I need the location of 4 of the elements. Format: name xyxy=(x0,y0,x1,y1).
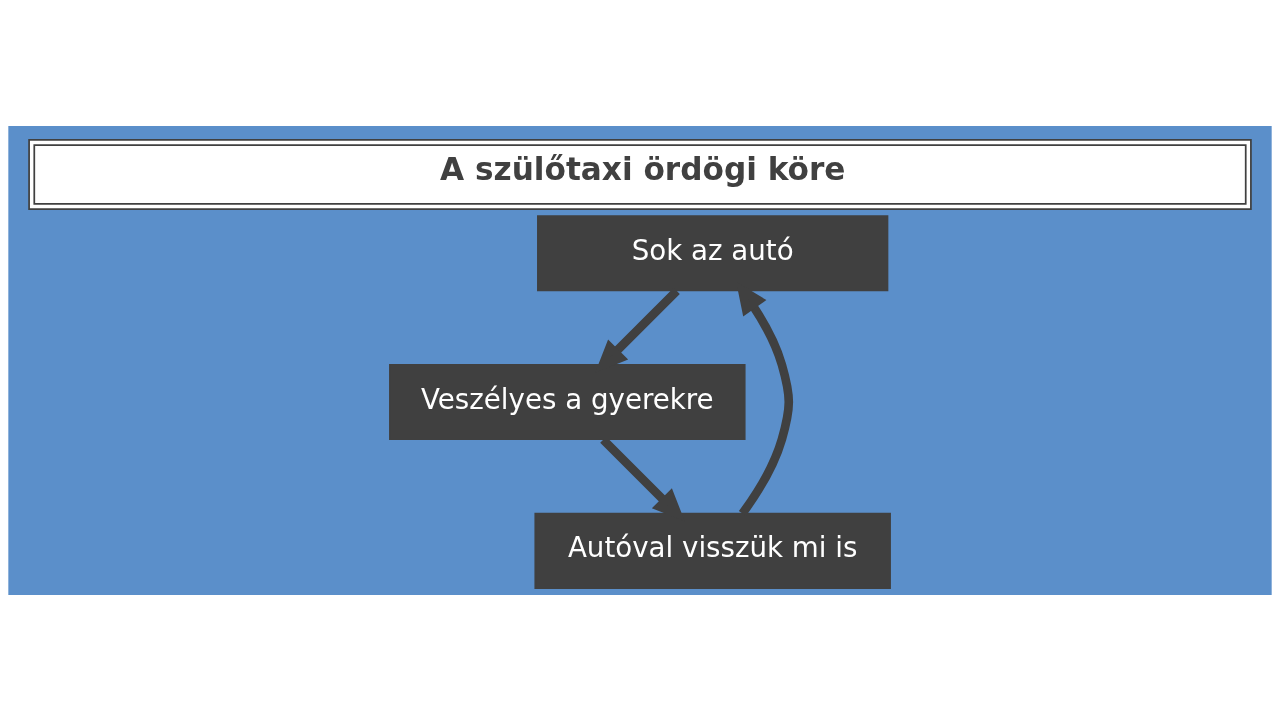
node-box: Veszélyes a gyerekre xyxy=(389,363,746,440)
diagram-title: A szülőtaxi ördögi köre xyxy=(440,150,846,187)
node-box: Autóval visszük mi is xyxy=(534,512,891,589)
node-box: Sok az autó xyxy=(537,214,889,291)
